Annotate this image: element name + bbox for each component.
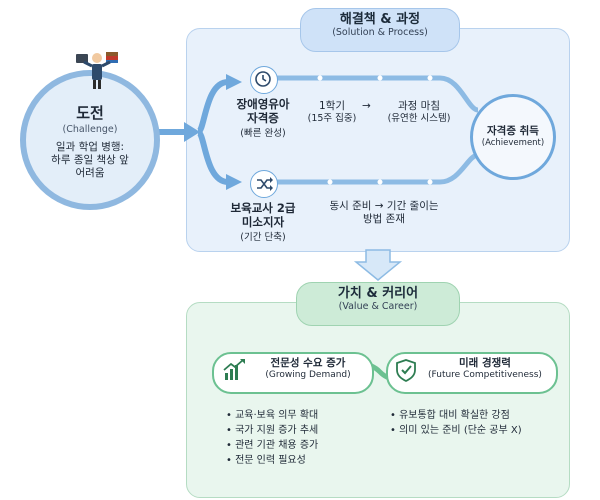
challenge-circle — [20, 70, 160, 210]
list-item: • 의미 있는 준비 (단순 공부 X) — [390, 425, 522, 436]
value-header: 가치 & 커리어 (Value & Career) — [296, 282, 460, 326]
value-header-title: 가치 & 커리어 — [337, 286, 419, 301]
demand-subtitle: (Growing Demand) — [265, 369, 351, 380]
future-title: 미래 경쟁력 — [459, 357, 511, 369]
path1-step1-2: (15주 집중) — [307, 112, 357, 124]
achievement-circle: 자격증 취득 (Achievement) — [470, 94, 556, 180]
challenge-subtitle: (Challenge) — [62, 124, 118, 135]
path2-note: (기간 단축) — [240, 231, 286, 243]
future-bullet-list: • 유보통합 대비 확실한 강점 • 의미 있는 준비 (단순 공부 X) — [390, 408, 566, 438]
shield-check-icon — [396, 359, 416, 383]
path2-title-2: 미소지자 — [241, 214, 285, 229]
value-header-subtitle: (Value & Career) — [338, 300, 418, 312]
future-subtitle: (Future Competitiveness) — [428, 369, 542, 380]
challenge-title: 도전 — [76, 104, 104, 122]
demand-bullet-list: • 교육·보육 의무 확대 • 국가 지원 증가 추세 • 관련 기관 채용 증… — [226, 408, 386, 468]
path2-step-1: 동시 준비 → 기간 줄이는 — [329, 200, 439, 212]
achievement-subtitle: (Achievement) — [481, 137, 545, 148]
list-item: • 유보통합 대비 확실한 강점 — [390, 410, 510, 421]
path1-step2-1: 과정 마침 — [398, 100, 440, 112]
path2-title-1: 보육교사 2급 — [230, 201, 296, 215]
path1-note: (빠른 완성) — [240, 127, 286, 139]
value-panel — [186, 302, 570, 498]
path1-step1-1: 1학기 — [318, 100, 345, 112]
path1-title-2: 자격증 — [247, 110, 279, 125]
achievement-title: 자격증 취득 — [487, 125, 539, 137]
path1-step2-2: (유연한 시스템) — [387, 112, 451, 124]
solution-header-subtitle: (Solution & Process) — [332, 26, 428, 38]
demand-title: 전문성 수요 증가 — [270, 357, 346, 369]
list-item: • 전문 인력 필요성 — [226, 455, 306, 466]
list-item: • 교육·보육 의무 확대 — [226, 410, 319, 421]
solution-header-title: 해결책 & 과정 — [339, 12, 421, 27]
path2-step-2: 방법 존재 — [363, 212, 405, 225]
demand-card — [212, 352, 374, 394]
person-juggling-icon — [76, 52, 118, 89]
solution-header: 해결책 & 과정 (Solution & Process) — [300, 8, 460, 52]
growth-chart-icon — [223, 359, 245, 380]
list-item: • 관련 기관 채용 증가 — [226, 440, 319, 451]
list-item: • 국가 지원 증가 추세 — [226, 425, 319, 436]
path1-title-1: 장애영유아 — [236, 97, 290, 111]
challenge-desc-2: 하루 종일 책상 앞 — [51, 153, 129, 166]
shuffle-icon — [250, 170, 278, 198]
challenge-desc-3: 어려움 — [75, 166, 105, 179]
path1-arrow: → — [362, 100, 371, 112]
challenge-desc-1: 일과 학업 병행: — [55, 141, 125, 154]
clock-icon — [250, 66, 278, 94]
